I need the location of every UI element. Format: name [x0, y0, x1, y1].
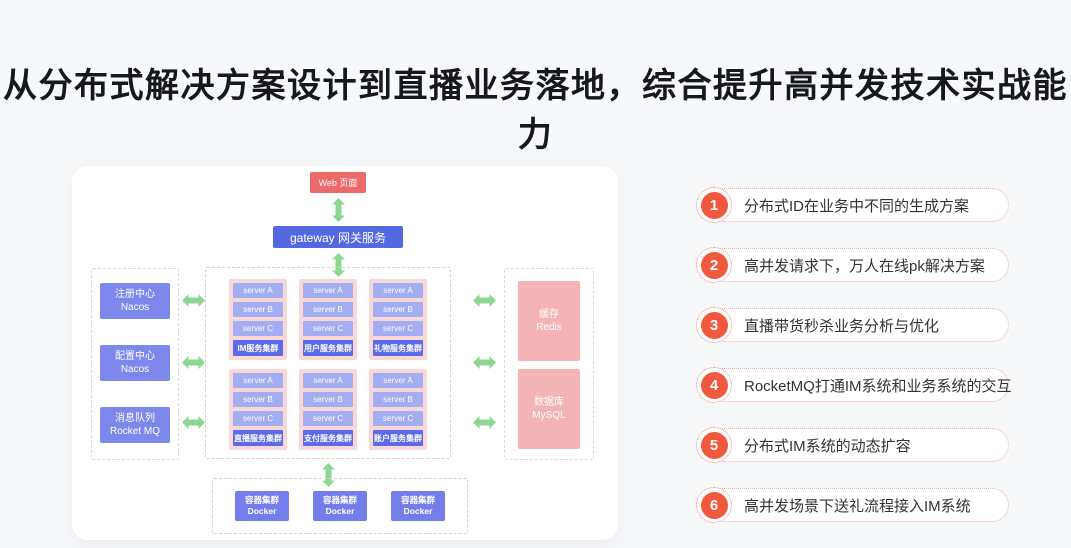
user-service-cluster: server A server B server C 用户服务集群 [299, 279, 357, 360]
feature-number: 5 [700, 431, 728, 459]
server-box: server C [373, 411, 423, 426]
arrow-vertical-icon [322, 463, 335, 487]
im-service-cluster: server A server B server C IM服务集群 [229, 279, 287, 360]
container-tech: Docker [325, 506, 355, 516]
arrow-horizontal-icon [182, 416, 205, 429]
arrow-horizontal-icon [182, 294, 205, 307]
storage-name: 数据库 [534, 396, 564, 408]
infra-panel: 注册中心 Nacos 配置中心 Nacos 消息队列 Rocket MQ [91, 268, 179, 460]
storage-name: 缓存 [539, 308, 559, 320]
cluster-row: server A server B server C IM服务集群 server… [206, 279, 450, 360]
feature-number-badge: 2 [696, 247, 732, 283]
feature-number: 3 [700, 311, 728, 339]
server-box: server A [373, 283, 423, 298]
infra-name: 注册中心 [115, 289, 155, 300]
cluster-label: 账户服务集群 [373, 430, 423, 446]
server-box: server B [233, 392, 283, 407]
feature-item: 6 高并发场景下送礼流程接入IM系统 [696, 487, 1009, 523]
redis-cache-box: 缓存 Redis [518, 281, 580, 361]
feature-number-badge: 1 [696, 187, 732, 223]
storage-panel: 缓存 Redis 数据库 MySQL [504, 268, 594, 460]
infra-tech: Nacos [120, 302, 150, 313]
cluster-row: server A server B server C 直播服务集群 server… [206, 369, 450, 450]
server-box: server C [303, 321, 353, 336]
infra-name: 消息队列 [115, 413, 155, 424]
gift-service-cluster: server A server B server C 礼物服务集群 [369, 279, 427, 360]
server-box: server B [303, 302, 353, 317]
feature-number-badge: 3 [696, 307, 732, 343]
container-name: 容器集群 [244, 494, 279, 505]
cluster-label: 礼物服务集群 [373, 340, 423, 356]
infra-tech: Rocket MQ [109, 426, 160, 437]
server-box: server A [233, 283, 283, 298]
arrow-horizontal-icon [473, 416, 496, 429]
config-center-box: 配置中心 Nacos [100, 345, 170, 381]
cluster-label: IM服务集群 [233, 340, 283, 356]
storage-tech: MySQL [532, 410, 566, 421]
feature-text: 高并发请求下，万人在线pk解决方案 [744, 257, 985, 275]
account-service-cluster: server A server B server C 账户服务集群 [369, 369, 427, 450]
server-box: server C [303, 411, 353, 426]
feature-item: 4 RocketMQ打通IM系统和业务系统的交互 [696, 367, 1012, 403]
feature-text: 分布式IM系统的动态扩容 [744, 437, 911, 455]
server-box: server A [303, 283, 353, 298]
feature-item: 3 直播带货秒杀业务分析与优化 [696, 307, 1009, 343]
feature-list: 1 分布式ID在业务中不同的生成方案 2 高并发请求下，万人在线pk解决方案 3… [696, 187, 1012, 548]
message-queue-box: 消息队列 Rocket MQ [100, 407, 170, 443]
server-box: server B [373, 302, 423, 317]
arrow-horizontal-icon [473, 294, 496, 307]
container-name: 容器集群 [400, 494, 435, 505]
mysql-database-box: 数据库 MySQL [518, 369, 580, 449]
page-title: 从分布式解决方案设计到直播业务落地，综合提升高并发技术实战能力 [3, 67, 1068, 154]
server-box: server B [373, 392, 423, 407]
infra-tech: Nacos [120, 364, 150, 375]
server-box: server A [233, 373, 283, 388]
feature-text: 分布式ID在业务中不同的生成方案 [744, 197, 970, 215]
server-box: server C [233, 411, 283, 426]
feature-number: 2 [700, 251, 728, 279]
feature-number-badge: 6 [696, 487, 732, 523]
arrow-vertical-icon [331, 198, 345, 222]
server-box: server A [303, 373, 353, 388]
cluster-label: 支付服务集群 [303, 430, 353, 446]
docker-panel: 容器集群 Docker 容器集群 Docker 容器集群 Docker [212, 478, 468, 534]
registry-center-box: 注册中心 Nacos [100, 283, 170, 319]
server-box: server C [233, 321, 283, 336]
container-tech: Docker [403, 506, 433, 516]
feature-number: 4 [700, 371, 728, 399]
feature-number: 6 [700, 491, 728, 519]
feature-item: 1 分布式ID在业务中不同的生成方案 [696, 187, 1009, 223]
live-service-cluster: server A server B server C 直播服务集群 [229, 369, 287, 450]
architecture-card: Web 页面 gateway 网关服务 注册中心 Nacos 配置中心 Naco… [72, 166, 618, 540]
feature-number-badge: 4 [696, 367, 732, 403]
container-name: 容器集群 [322, 494, 357, 505]
feature-number: 1 [700, 191, 728, 219]
feature-item: 5 分布式IM系统的动态扩容 [696, 427, 1009, 463]
feature-text: 高并发场景下送礼流程接入IM系统 [744, 497, 971, 515]
feature-number-badge: 5 [696, 427, 732, 463]
web-page-badge: Web 页面 [309, 172, 367, 193]
cluster-label: 直播服务集群 [233, 430, 283, 446]
storage-tech: Redis [536, 322, 562, 333]
pay-service-cluster: server A server B server C 支付服务集群 [299, 369, 357, 450]
feature-text: 直播带货秒杀业务分析与优化 [744, 317, 940, 335]
arrow-vertical-icon [331, 253, 345, 277]
gateway-stack: Web 页面 gateway 网关服务 [273, 172, 403, 281]
service-cluster-panel: server A server B server C IM服务集群 server… [205, 267, 451, 459]
gateway-box: gateway 网关服务 [273, 226, 403, 248]
server-box: server C [373, 321, 423, 336]
feature-text: RocketMQ打通IM系统和业务系统的交互 [744, 377, 1012, 395]
container-tech: Docker [247, 506, 277, 516]
feature-item: 2 高并发请求下，万人在线pk解决方案 [696, 247, 1009, 283]
server-box: server B [233, 302, 283, 317]
arrow-horizontal-icon [182, 356, 205, 369]
docker-cluster-box: 容器集群 Docker [391, 491, 445, 521]
server-box: server A [373, 373, 423, 388]
docker-cluster-box: 容器集群 Docker [313, 491, 367, 521]
arrow-horizontal-icon [473, 356, 496, 369]
infra-name: 配置中心 [115, 351, 155, 362]
cluster-label: 用户服务集群 [303, 340, 353, 356]
docker-cluster-box: 容器集群 Docker [235, 491, 289, 521]
server-box: server B [303, 392, 353, 407]
